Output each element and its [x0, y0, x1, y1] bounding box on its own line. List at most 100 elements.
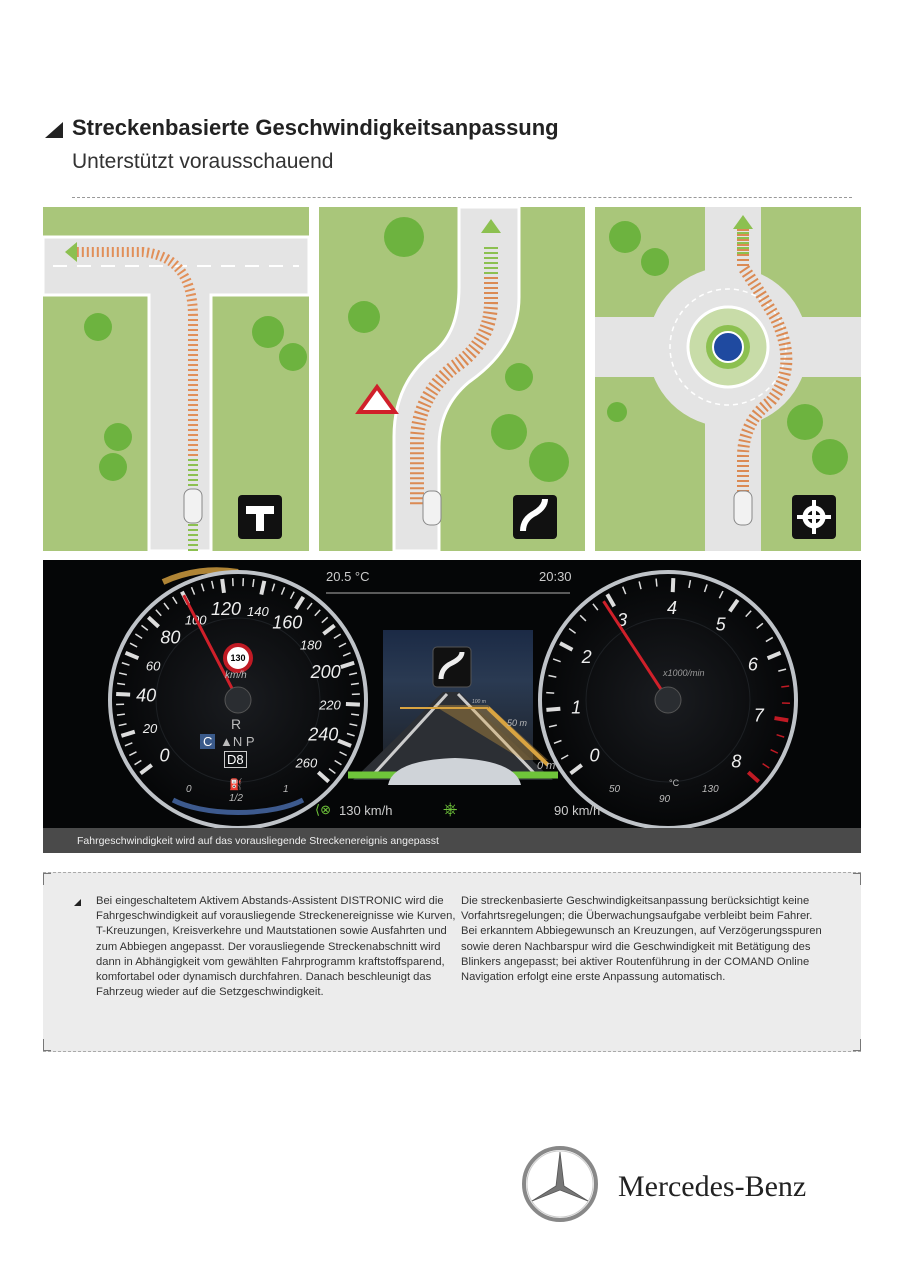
mercedes-star-logo-icon: [522, 1146, 598, 1222]
fuel-mid: 1/2: [229, 793, 243, 804]
gauge-tick: [220, 578, 226, 594]
curve-icon: [513, 495, 557, 539]
distance-50m: 50 m: [507, 718, 528, 728]
gauge-needle: [602, 600, 670, 701]
gauge-tick: [210, 580, 215, 589]
gauge-tick: [762, 762, 770, 769]
instrument-cluster: 020406080100120140160180200220240260 012…: [43, 560, 861, 828]
gauge-tick: [560, 754, 569, 760]
gauge-tick: [121, 662, 130, 666]
outside-temperature: 20.5 °C: [326, 569, 370, 584]
gauge-tick: [548, 674, 557, 678]
gauge-tick: [728, 598, 740, 613]
gauge-label: 4: [667, 598, 677, 618]
gauge-tick: [346, 732, 355, 737]
gauge-tick: [746, 770, 761, 784]
gear-r: R: [231, 716, 242, 732]
gauge-tick: [351, 713, 360, 716]
gauge-tick: [756, 622, 764, 629]
text-column-right: Die streckenbasierte Geschwindigkeitsanp…: [461, 895, 822, 984]
gauge-tick: [338, 642, 347, 648]
gauge-tick: [546, 706, 561, 712]
gauge-tick: [116, 713, 125, 716]
gauge-label: 6: [748, 654, 759, 674]
bullet-icon: [74, 899, 81, 906]
gauge-tick: [766, 650, 782, 661]
set-speed: 130 km/h: [339, 803, 393, 818]
gauge-tick: [349, 723, 358, 727]
gauge-label: 5: [716, 615, 727, 635]
gauge-tick: [200, 583, 205, 592]
gauge-tick: [155, 609, 162, 617]
distance-100m: 100 m: [472, 699, 486, 705]
gauge-needle: [182, 594, 240, 701]
gear-d8: D8: [224, 751, 247, 768]
coolant-mid: 90: [659, 794, 671, 805]
gauge-label: 220: [318, 697, 341, 712]
gauge-tick: [328, 768, 336, 775]
gauge-tick: [776, 733, 785, 738]
gauge-tick: [271, 583, 276, 592]
gauge-label: 200: [310, 662, 341, 682]
gauge-label: 240: [307, 725, 338, 745]
gauge-label: 120: [211, 599, 241, 619]
title-triangle-icon: [45, 122, 63, 138]
speed-limit-sign: 130: [223, 643, 253, 673]
gauge-label: 60: [146, 658, 161, 673]
gauge-label: 160: [272, 612, 302, 632]
coolant-min: 50: [609, 784, 621, 795]
fuel-pump-icon: ⛽: [229, 779, 243, 791]
gauge-tick: [553, 739, 562, 745]
brand-name: Mercedes-Benz: [618, 1170, 807, 1203]
gauge-tick: [337, 738, 352, 748]
gauge-label: 8: [731, 752, 741, 772]
coolant-max: 130: [702, 784, 719, 795]
gauge-tick: [124, 650, 140, 661]
gauge-tick: [774, 716, 789, 723]
illustration-t-junction: [43, 207, 309, 551]
page-subtitle: Unterstützt vorausschauend: [72, 150, 334, 173]
gauge-tick: [592, 603, 599, 611]
gauge-tick: [745, 610, 752, 618]
gauge-label: 1: [571, 697, 581, 717]
curve-ahead-icon: [432, 646, 472, 688]
gauge-tick: [124, 742, 133, 747]
gauge-tick: [770, 748, 779, 754]
gauge-tick: [141, 624, 149, 631]
gauge-tick: [638, 581, 642, 590]
gauge-tick: [339, 751, 347, 757]
gauge-label: 3: [617, 610, 627, 630]
gauge-label: 2: [581, 647, 592, 667]
speed-unit: km/h: [225, 670, 247, 681]
winding-road-sign-icon: [355, 383, 399, 414]
coolant-unit: °C: [669, 778, 680, 788]
steering-assist-icon: ⎈: [443, 799, 458, 819]
gauge-tick: [340, 660, 355, 669]
divider: [72, 197, 852, 198]
gauge-tick: [116, 691, 131, 697]
gauge-tick: [778, 668, 787, 672]
gauge-tick: [622, 586, 627, 595]
current-speed-limit: 90 km/h: [554, 803, 601, 818]
gauge-tick: [289, 591, 295, 600]
fuel-level-bar: [171, 797, 305, 815]
gauge-tick: [190, 586, 196, 595]
page-title: Streckenbasierte Geschwindigkeitsanpassu…: [72, 115, 559, 140]
gauge-tick: [134, 759, 142, 766]
gauge-tick: [349, 672, 358, 676]
gear-mode-c: C: [200, 734, 216, 749]
gauge-label: 40: [136, 685, 156, 705]
gauge-tick: [670, 578, 676, 593]
illustration-curve: [319, 207, 585, 551]
gauge-tick: [118, 723, 127, 727]
gauge-tick: [334, 759, 342, 766]
gauge-tick: [129, 642, 138, 648]
gear-np: ▲N P: [220, 734, 255, 749]
gauge-tick: [605, 593, 616, 608]
gauge-label: 80: [160, 628, 180, 648]
gauge-tick: [765, 636, 774, 643]
gauge-tick: [146, 615, 160, 629]
gauge-label: 7: [754, 705, 765, 725]
gauge-tick: [548, 724, 557, 728]
